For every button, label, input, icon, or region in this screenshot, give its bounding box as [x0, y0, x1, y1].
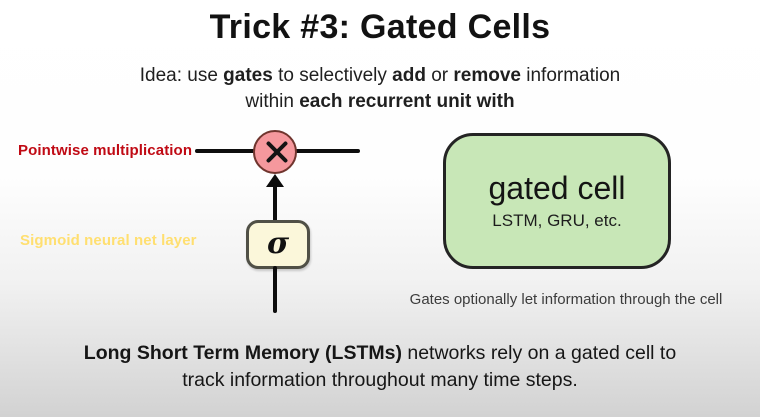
- footer-text: Long Short Term Memory (LSTMs) networks …: [0, 340, 760, 394]
- bold-gates: gates: [223, 65, 273, 86]
- bold-lstm: Long Short Term Memory (LSTMs): [83, 342, 402, 364]
- arrow-up-icon: [266, 174, 284, 187]
- slide-subtitle: Idea: use gates to selectively add or re…: [0, 63, 760, 115]
- bold-each-recurrent-unit: each recurrent unit with: [299, 91, 515, 112]
- vertical-wire-upper: [273, 185, 277, 222]
- sigma-icon: σ: [266, 225, 290, 261]
- sigmoid-gate-box: σ: [246, 220, 310, 269]
- bold-remove: remove: [453, 65, 521, 86]
- pointwise-multiply-icon: [253, 130, 297, 174]
- gated-cell-box: gated cell LSTM, GRU, etc.: [443, 133, 671, 269]
- vertical-wire-lower: [273, 266, 277, 313]
- subtitle-line-1: Idea: use gates to selectively add or re…: [139, 65, 621, 86]
- gated-cell-subtitle: LSTM, GRU, etc.: [492, 210, 622, 230]
- bold-add: add: [392, 65, 426, 86]
- gated-cell-title: gated cell: [488, 170, 626, 207]
- footer-line-2: track information throughout many time s…: [182, 369, 578, 391]
- sigmoid-layer-label: Sigmoid neural net layer: [20, 232, 197, 249]
- pointwise-multiplication-label: Pointwise multiplication: [18, 142, 193, 159]
- slide-title: Trick #3: Gated Cells: [209, 8, 551, 46]
- footer-line-1: Long Short Term Memory (LSTMs) networks …: [83, 342, 677, 364]
- gates-caption: Gates optionally let information through…: [409, 291, 723, 308]
- subtitle-line-2: within each recurrent unit with: [245, 91, 515, 112]
